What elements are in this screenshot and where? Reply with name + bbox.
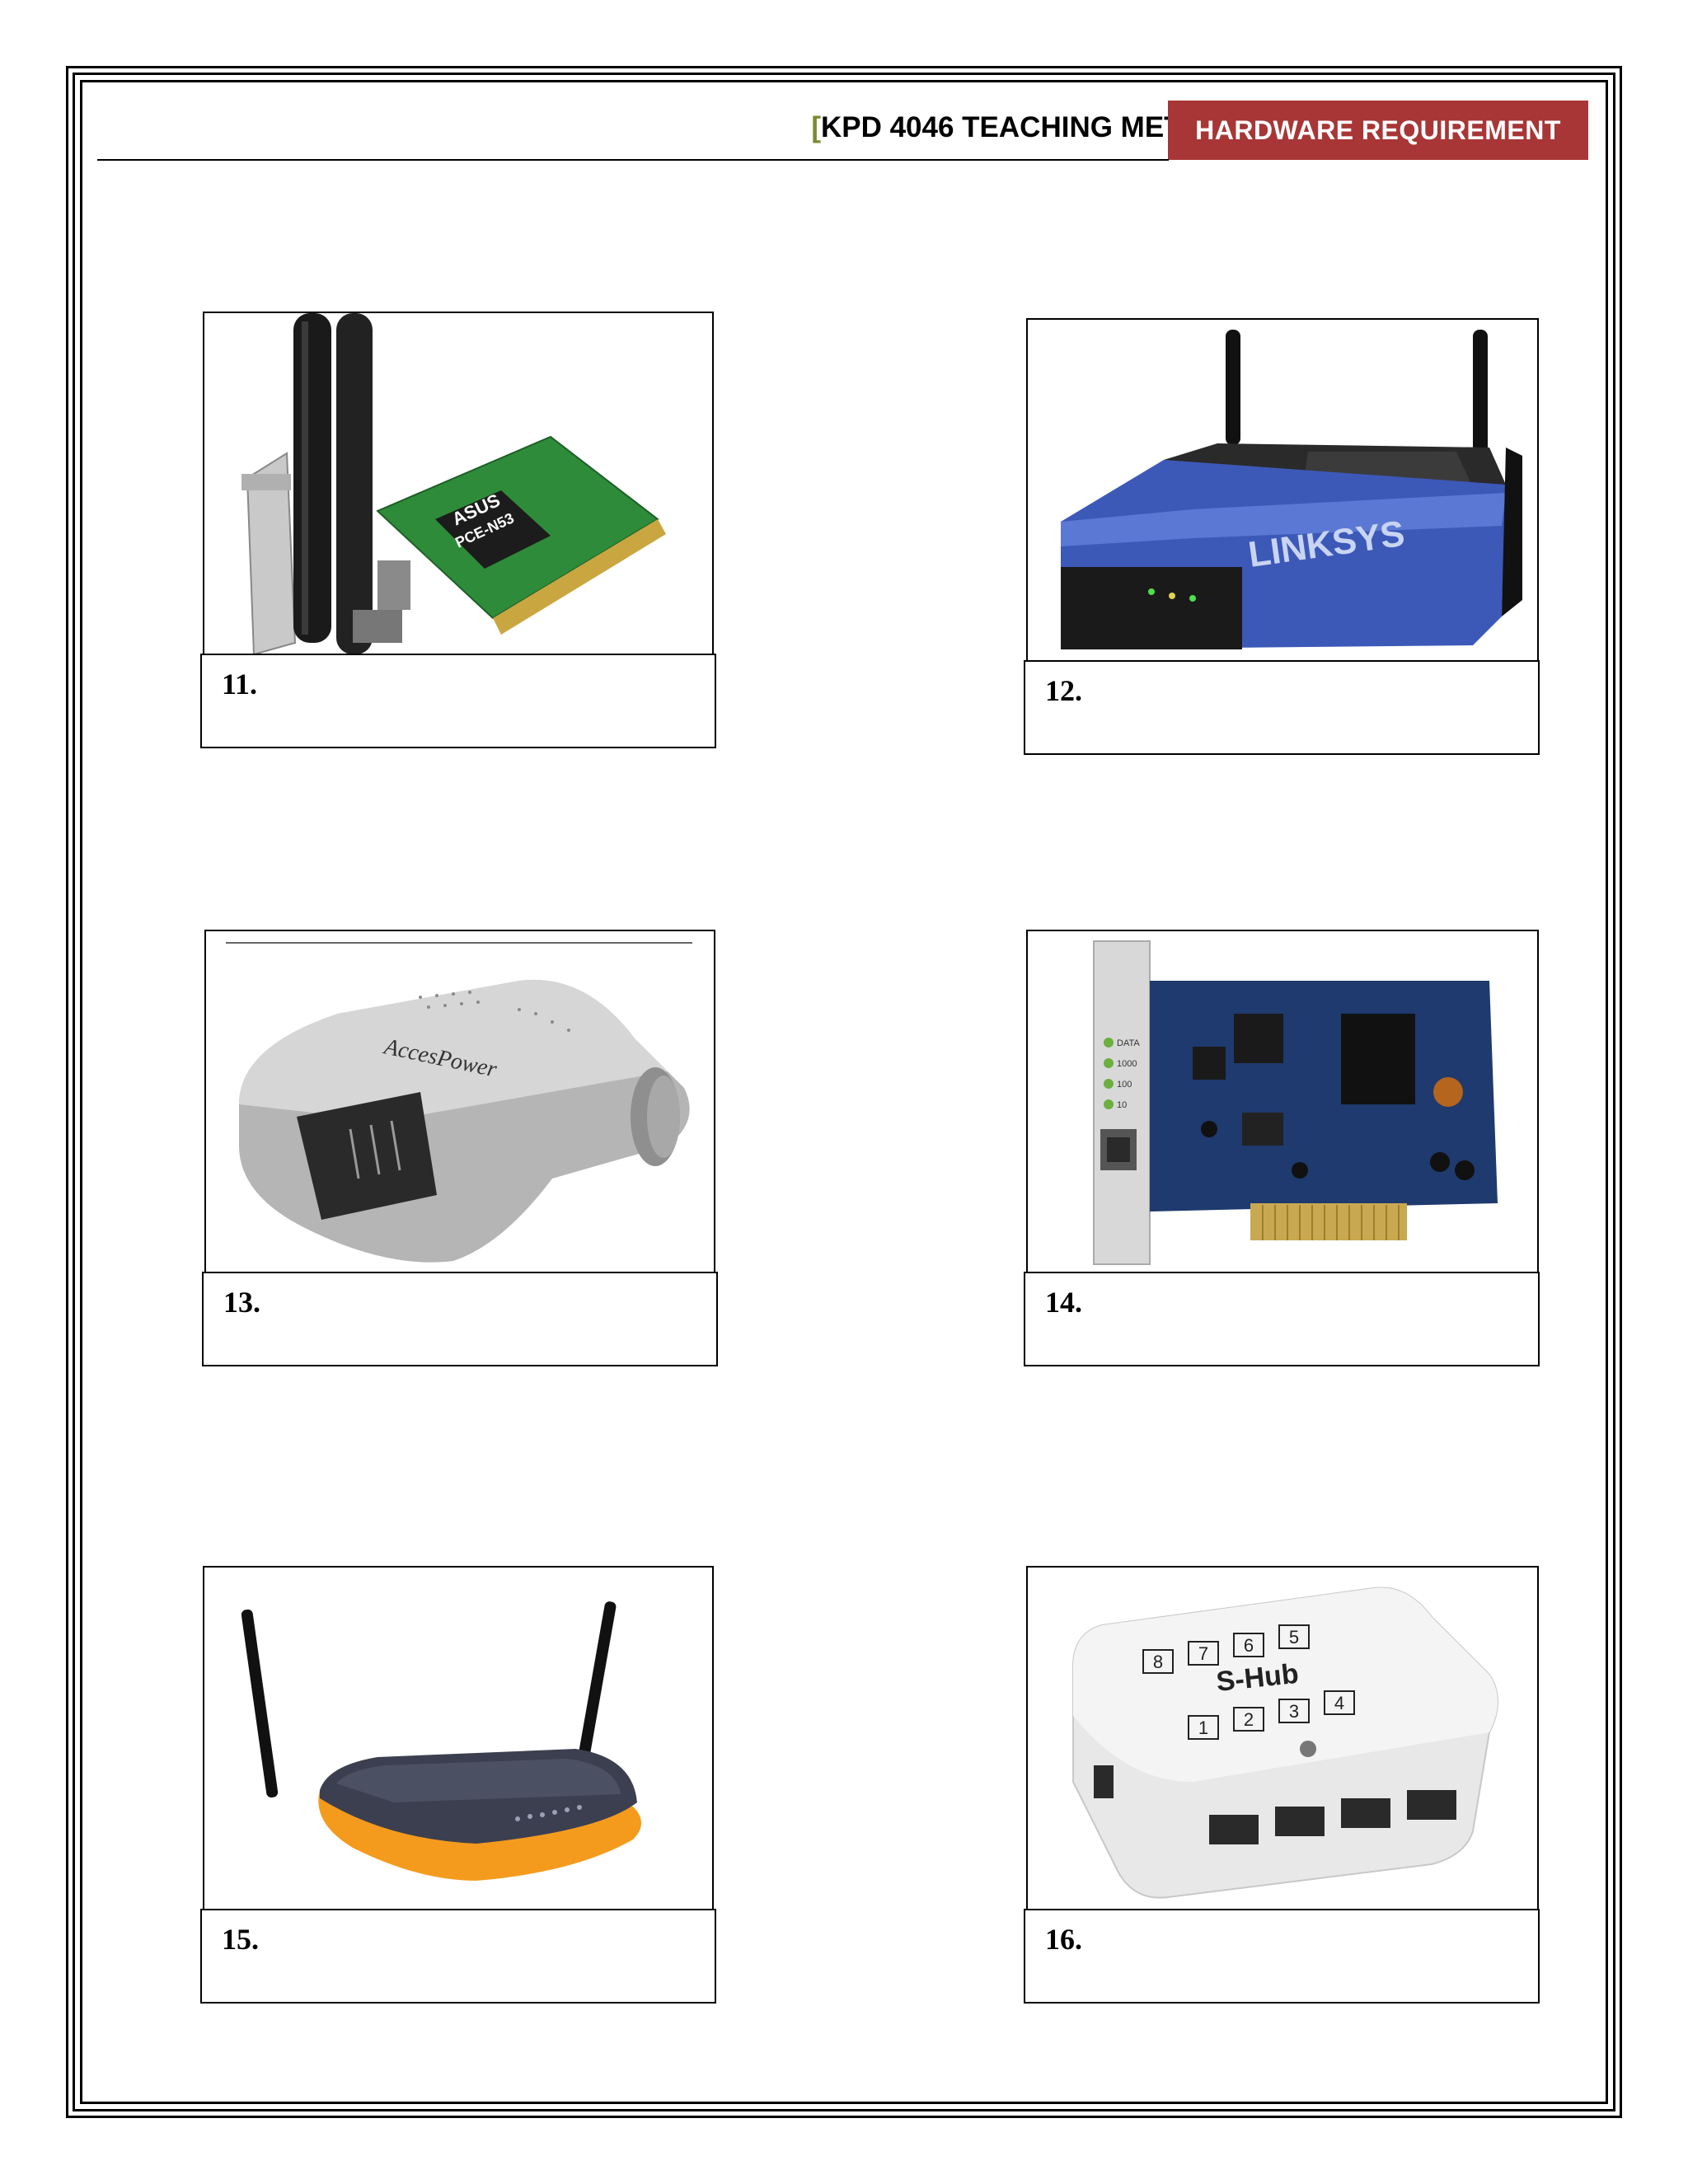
page-frame-inner <box>80 80 1608 2104</box>
answer-box-15[interactable]: 15. <box>200 1909 716 2004</box>
answer-box-12[interactable]: 12. <box>1024 660 1540 755</box>
answer-box-16[interactable]: 16. <box>1024 1909 1540 2004</box>
item-number-11: 11. <box>222 668 258 701</box>
port-label-8: 8 <box>1153 1652 1163 1672</box>
image-box-12: LINKSYS <box>1026 318 1539 663</box>
item-number-14: 14. <box>1045 1286 1082 1319</box>
image-box-16: 8 7 6 5 1 2 3 4 S-Hub <box>1026 1566 1539 1912</box>
answer-box-11[interactable]: 11. <box>200 654 716 748</box>
port-label-2: 2 <box>1244 1709 1254 1730</box>
answer-box-14[interactable]: 14. <box>1024 1272 1540 1366</box>
item-number-12: 12. <box>1045 674 1082 707</box>
port-label-7: 7 <box>1198 1643 1208 1664</box>
wireless-router-orange-image <box>241 1601 641 1881</box>
led-label-data: DATA <box>1117 1038 1140 1048</box>
port-label-3: 3 <box>1289 1701 1299 1722</box>
item-number-13: 13. <box>223 1286 260 1319</box>
led-label-10: 10 <box>1117 1100 1127 1110</box>
image-box-11: ASUS PCE-N53 <box>203 312 714 656</box>
image-box-13: AccesPower <box>204 930 715 1276</box>
item-number-15: 15. <box>222 1923 259 1956</box>
port-label-1: 1 <box>1198 1718 1208 1738</box>
led-label-100: 100 <box>1117 1080 1132 1090</box>
network-interface-card-image: DATA 1000 100 10 <box>1093 940 1498 1265</box>
modem-image: AccesPower <box>226 942 692 1263</box>
image-box-14: DATA 1000 100 10 <box>1026 930 1539 1276</box>
header-rule <box>97 159 1169 161</box>
title-bracket-open: [ <box>811 111 821 143</box>
wireless-pcie-card-image: ASUS PCE-N53 <box>241 313 666 654</box>
port-label-5: 5 <box>1289 1627 1299 1647</box>
led-label-1000: 1000 <box>1117 1059 1137 1069</box>
section-badge: HARDWARE REQUIREMENT <box>1168 101 1588 160</box>
port-label-6: 6 <box>1244 1635 1254 1656</box>
wireless-router-image: LINKSYS <box>1061 330 1522 649</box>
image-box-15 <box>203 1566 714 1912</box>
port-label-4: 4 <box>1334 1693 1344 1713</box>
page-frame-outer <box>66 66 1622 2118</box>
item-number-16: 16. <box>1045 1923 1082 1956</box>
page-frame-middle <box>73 73 1615 2111</box>
answer-box-13[interactable]: 13. <box>202 1272 718 1366</box>
ethernet-hub-image: 8 7 6 5 1 2 3 4 S-Hub <box>1072 1586 1498 1899</box>
